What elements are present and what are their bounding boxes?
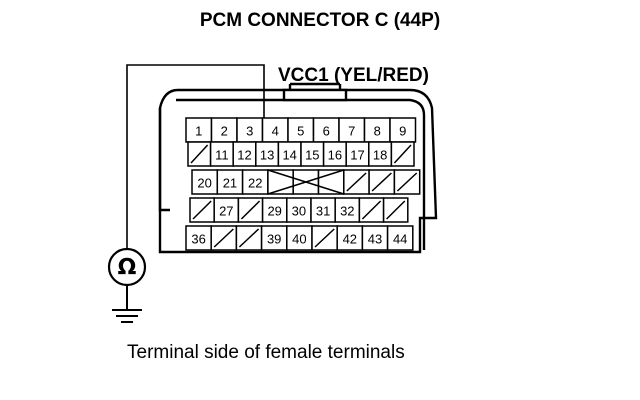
terminal-empty [343, 169, 370, 195]
diagram-caption: Terminal side of female terminals [127, 342, 405, 363]
terminal-21: 21 [216, 169, 244, 195]
terminal-29: 29 [261, 197, 288, 223]
terminal-label: 1 [195, 124, 202, 139]
terminal-label: 9 [399, 124, 406, 139]
terminal-label: 13 [260, 148, 274, 163]
terminal-empty [237, 197, 264, 223]
terminal-16: 16 [322, 141, 347, 167]
terminal-empty [390, 141, 415, 167]
terminal-40: 40 [286, 225, 313, 251]
unused-terminal-slash [240, 200, 261, 220]
cavity-cross [267, 169, 345, 195]
unused-terminal-slash [386, 200, 406, 220]
terminal-empty [311, 225, 338, 251]
terminal-label: 15 [305, 148, 319, 163]
terminal-1: 1 [185, 117, 213, 143]
terminal-11: 11 [209, 141, 234, 167]
terminal-empty [382, 197, 409, 223]
terminal-label: 27 [219, 204, 233, 219]
unused-terminal-slash [346, 172, 367, 192]
terminal-label: 42 [343, 232, 357, 247]
terminal-label: 20 [197, 176, 211, 191]
terminal-5: 5 [287, 117, 315, 143]
terminal-label: 44 [393, 232, 407, 247]
terminal-label: 11 [215, 148, 229, 163]
terminal-empty [393, 169, 421, 195]
terminal-9: 9 [389, 117, 417, 143]
wire-label: VCC1 (YEL/RED) [278, 65, 429, 86]
terminal-label: 5 [297, 124, 304, 139]
terminal-7: 7 [338, 117, 366, 143]
terminal-label: 17 [350, 148, 364, 163]
terminal-empty [368, 169, 396, 195]
terminal-label: 6 [323, 124, 330, 139]
terminal-label: 43 [368, 232, 382, 247]
terminal-label: 36 [191, 232, 205, 247]
terminal-label: 2 [221, 124, 228, 139]
terminal-22: 22 [241, 169, 269, 195]
unused-terminal-slash [238, 228, 260, 248]
terminal-label: 4 [272, 124, 279, 139]
terminal-4: 4 [261, 117, 289, 143]
terminal-8: 8 [363, 117, 391, 143]
terminal-empty [189, 197, 215, 223]
terminal-label: 30 [292, 204, 306, 219]
terminal-44: 44 [386, 225, 414, 251]
terminal-label: 8 [374, 124, 381, 139]
unused-terminal-slash [393, 144, 412, 164]
terminal-label: 40 [292, 232, 306, 247]
terminal-label: 32 [340, 204, 354, 219]
terminal-30: 30 [286, 197, 312, 223]
terminal-label: 22 [248, 176, 262, 191]
terminal-3: 3 [236, 117, 264, 143]
terminal-label: 31 [316, 204, 330, 219]
terminal-20: 20 [191, 169, 219, 195]
diagram-title: PCM CONNECTOR C (44P) [199, 10, 441, 31]
terminal-27: 27 [213, 197, 240, 223]
terminal-12: 12 [232, 141, 257, 167]
unused-terminal-slash [314, 228, 335, 248]
terminal-empty [210, 225, 238, 251]
unused-terminal-slash [396, 172, 418, 192]
terminal-2: 2 [210, 117, 238, 143]
terminal-label: 16 [328, 148, 342, 163]
terminal-label: 21 [223, 176, 237, 191]
terminal-label: 3 [246, 124, 253, 139]
terminal-label: 12 [237, 148, 251, 163]
terminal-32: 32 [334, 197, 361, 223]
terminal-18: 18 [368, 141, 393, 167]
terminal-39: 39 [260, 225, 288, 251]
terminal-31: 31 [310, 197, 336, 223]
terminal-label: 18 [373, 148, 387, 163]
terminal-label: 39 [267, 232, 281, 247]
terminal-label: 29 [267, 204, 281, 219]
connector-housing [158, 82, 438, 254]
ohmmeter-icon: Ω [107, 247, 147, 287]
ground-icon [112, 285, 142, 323]
terminal-43: 43 [361, 225, 389, 251]
terminal-13: 13 [255, 141, 280, 167]
terminal-label: 14 [282, 148, 296, 163]
unused-terminal-slash [213, 228, 234, 248]
unused-terminal-slash [190, 144, 209, 164]
terminal-6: 6 [312, 117, 340, 143]
terminal-42: 42 [336, 225, 364, 251]
unused-terminal-slash [192, 200, 212, 220]
unused-terminal-slash [371, 172, 392, 192]
probe-wire [126, 64, 265, 249]
terminal-empty [187, 141, 212, 167]
ohm-symbol: Ω [118, 256, 137, 281]
terminal-empty [358, 197, 385, 223]
terminal-empty [235, 225, 263, 251]
unused-terminal-slash [361, 200, 382, 220]
terminal-15: 15 [300, 141, 325, 167]
terminal-14: 14 [277, 141, 302, 167]
terminal-36: 36 [185, 225, 212, 251]
terminal-17: 17 [345, 141, 370, 167]
terminal-label: 7 [348, 124, 355, 139]
